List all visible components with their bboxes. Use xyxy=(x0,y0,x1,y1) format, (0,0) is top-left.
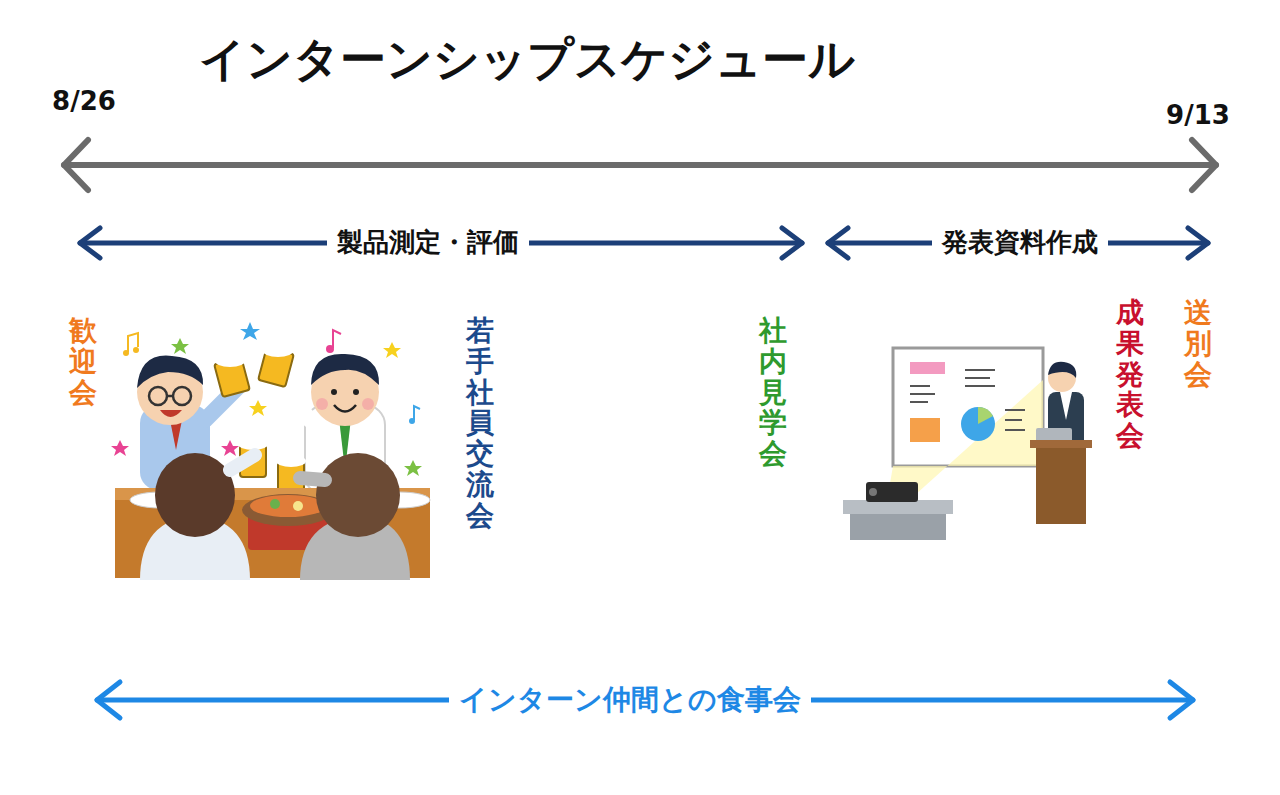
page-title: インターンシップスケジュール xyxy=(199,32,855,87)
event-label: 若手社員交流会 xyxy=(466,316,494,532)
dinner-label: インターン仲間との食事会 xyxy=(449,683,811,717)
timeline-arrow xyxy=(64,140,1216,190)
event-label: 送別会 xyxy=(1184,298,1212,390)
start-date: 8/26 xyxy=(52,86,116,117)
dinner-arrow xyxy=(97,682,1193,718)
event-label: 社内見学会 xyxy=(759,316,787,470)
party-illustration xyxy=(111,322,430,580)
event-label: 成果発表会 xyxy=(1116,298,1144,452)
presentation-illustration xyxy=(843,348,1092,540)
end-date: 9/13 xyxy=(1166,100,1230,131)
span-label: 製品測定・評価 xyxy=(327,227,529,258)
span-arrow xyxy=(80,228,1208,258)
event-label: 歓迎会 xyxy=(69,316,97,408)
span-label: 発表資料作成 xyxy=(932,227,1108,258)
